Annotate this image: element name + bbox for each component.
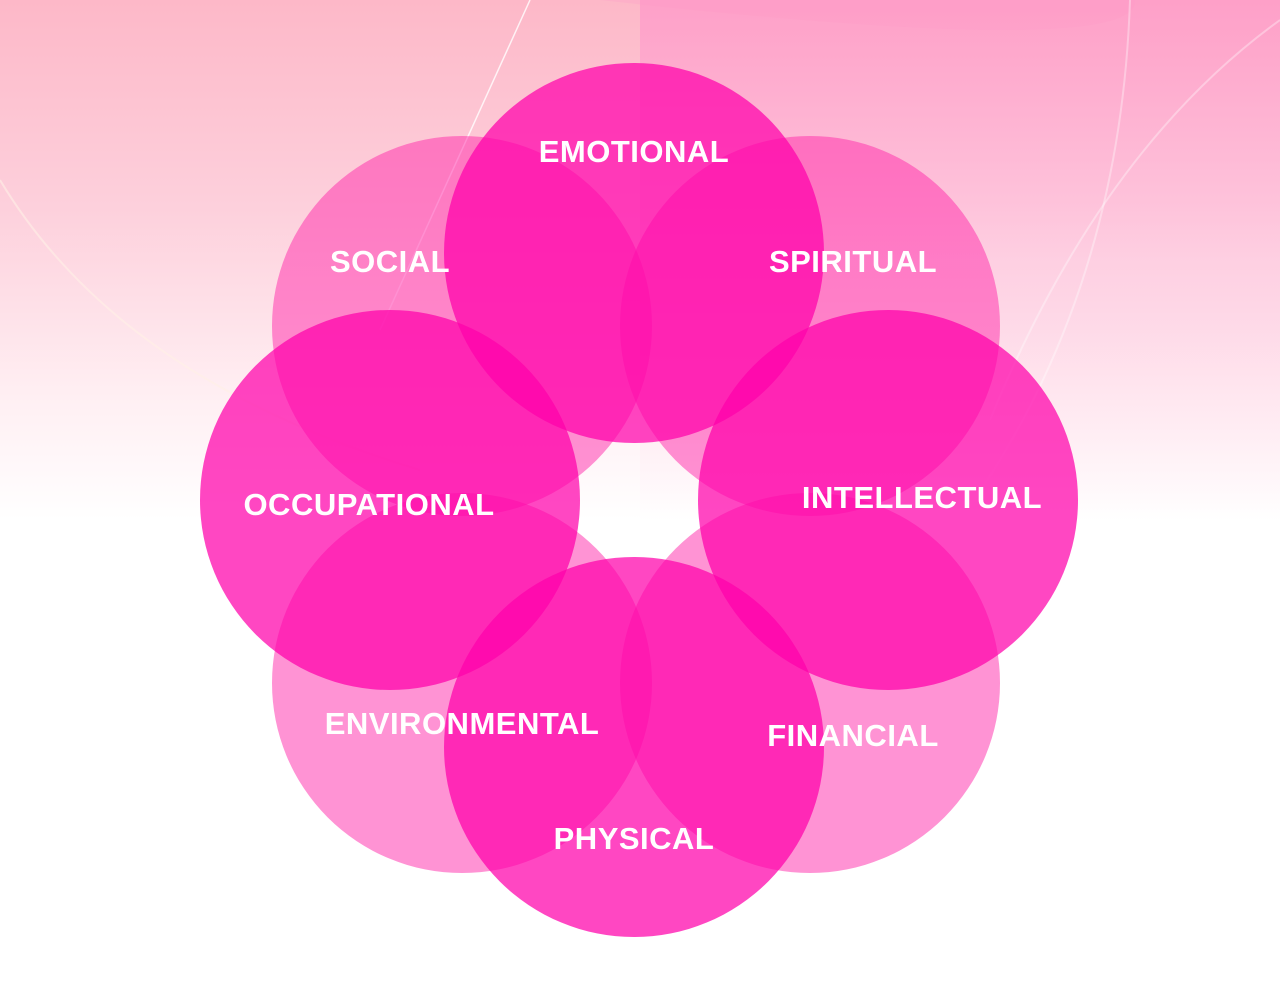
label-spiritual: SPIRITUAL [768, 244, 938, 279]
label-environmental: ENVIRONMENTAL [324, 706, 600, 741]
circle-intellectual [698, 310, 1078, 690]
label-financial: FINANCIAL [767, 718, 939, 753]
label-emotional: EMOTIONAL [538, 134, 730, 169]
label-social: SOCIAL [329, 244, 451, 279]
label-intellectual: INTELLECTUAL [801, 480, 1043, 515]
circle-occupational [200, 310, 580, 690]
label-occupational: OCCUPATIONAL [243, 487, 495, 522]
label-physical: PHYSICAL [553, 821, 715, 856]
